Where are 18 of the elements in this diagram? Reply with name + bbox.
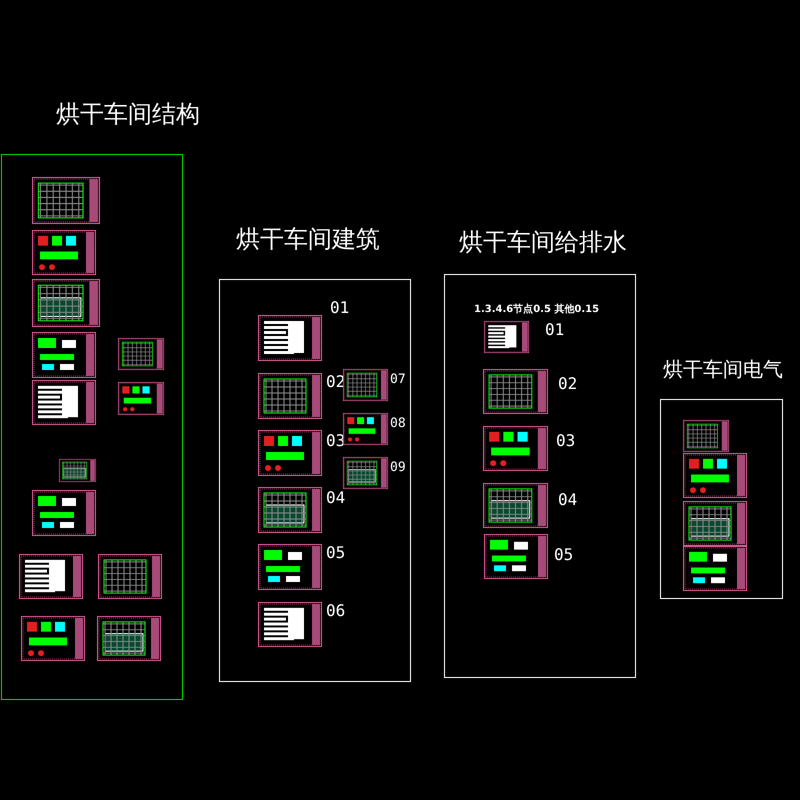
sheet-number: 03	[556, 432, 576, 450]
sheet-number: 09	[390, 459, 406, 477]
group-title: 烘干车间建筑	[236, 224, 380, 254]
sheet-number: 02	[326, 373, 346, 391]
sheet-number: 04	[326, 489, 346, 507]
sheet-number: 04	[558, 491, 578, 509]
sheet-number: 01	[545, 321, 564, 339]
group-title: 烘干车间结构	[56, 99, 200, 129]
sheet-number: 06	[326, 602, 346, 620]
group-title: 烘干车间电气	[663, 356, 783, 383]
sheet-number: 02	[558, 375, 578, 393]
sheet-number: 05	[326, 544, 346, 562]
sheet-number: 01	[330, 299, 350, 317]
sheet-number: 08	[390, 415, 406, 433]
note-text: 1.3.4.6节点0.5 其他0.15	[474, 302, 600, 316]
group-title: 烘干车间给排水	[459, 227, 627, 257]
sheet-number: 07	[390, 371, 406, 389]
sheet-number: 05	[554, 546, 574, 564]
